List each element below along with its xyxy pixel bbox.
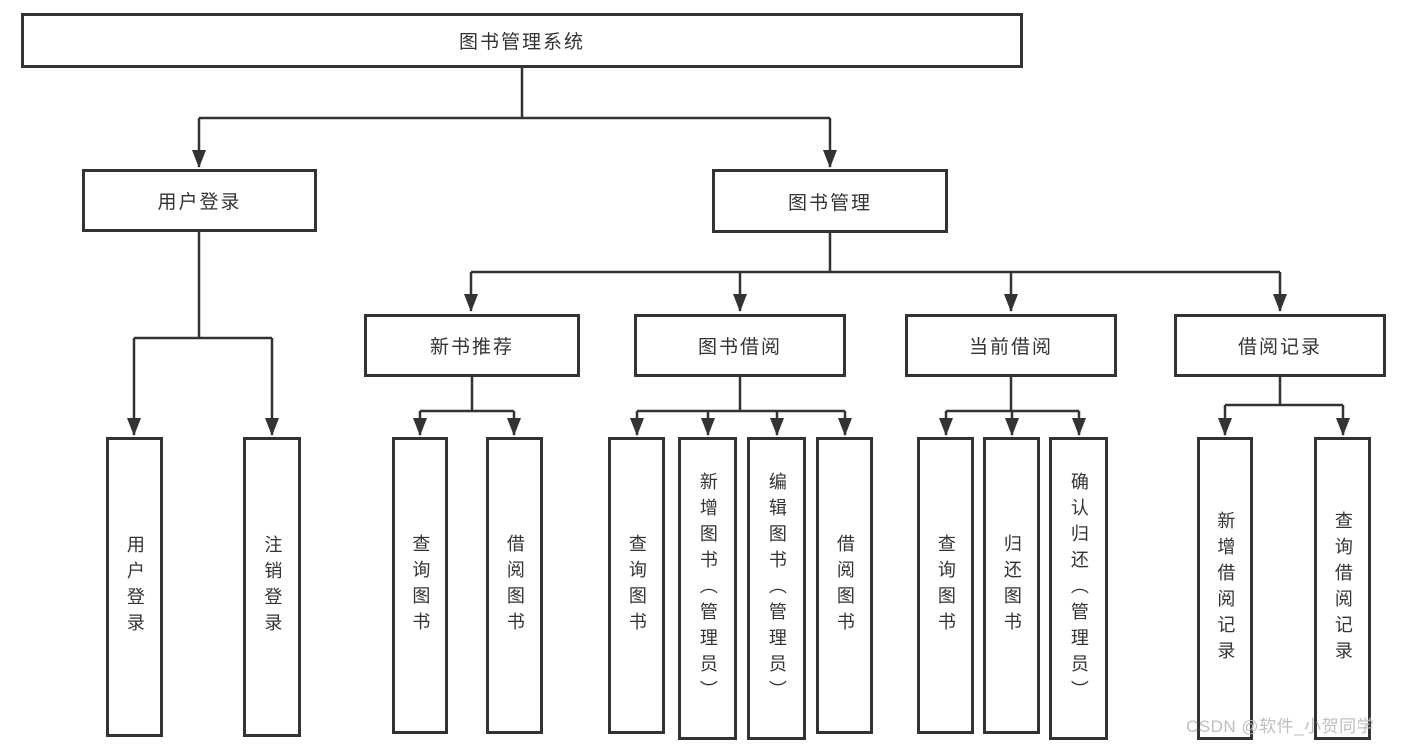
node-label: 新增图书（管理员）	[697, 471, 718, 706]
node-new-book-recommendation: 新书推荐	[364, 314, 580, 377]
csdn-watermark: CSDN @软件_小贺同学	[1186, 717, 1375, 736]
connector-book-borrowing-children	[630, 377, 852, 436]
node-label: 新书推荐	[429, 337, 514, 358]
node-book-borrowing: 图书借阅	[634, 314, 846, 377]
node-label: 图书管理	[787, 192, 872, 214]
node-borrow-books-borrowing: 借阅图书	[816, 437, 873, 734]
node-label: 借阅图书	[504, 533, 525, 638]
node-label: 用户登录	[124, 535, 145, 639]
node-borrowing-records: 借阅记录	[1174, 314, 1386, 377]
node-label: 新增借阅记录	[1215, 510, 1236, 667]
connector-root-to-level2	[192, 68, 837, 168]
node-borrow-books-recommend: 借阅图书	[486, 437, 543, 734]
node-label: 查询借阅记录	[1332, 510, 1353, 667]
node-query-books-current: 查询图书	[917, 437, 974, 734]
node-label: 查询图书	[935, 533, 956, 638]
node-confirm-return-admin: 确认归还（管理员）	[1049, 437, 1108, 740]
node-label: 注销登录	[262, 535, 283, 639]
node-add-borrow-record: 新增借阅记录	[1197, 437, 1253, 740]
node-query-books-recommend: 查询图书	[392, 437, 448, 734]
connector-current-borrowing-children	[939, 377, 1086, 436]
node-label: 归还图书	[1001, 533, 1022, 638]
node-label: 用户登录	[157, 192, 242, 213]
node-library-management-system: 图书管理系统	[21, 13, 1023, 68]
node-logout-action: 注销登录	[243, 437, 301, 737]
node-current-borrowing: 当前借阅	[905, 314, 1117, 377]
node-return-books: 归还图书	[983, 437, 1040, 734]
connector-book-management-children	[464, 233, 1287, 312]
node-label: 图书借阅	[697, 337, 782, 358]
node-book-management: 图书管理	[712, 169, 948, 233]
node-edit-books-admin: 编辑图书（管理员）	[747, 437, 806, 740]
node-label: 借阅图书	[834, 533, 855, 638]
node-query-books-borrowing: 查询图书	[608, 437, 665, 734]
node-label: 确认归还（管理员）	[1068, 471, 1089, 706]
connector-borrowing-records-children	[1218, 377, 1350, 436]
node-label: 查询图书	[626, 533, 647, 638]
node-label: 当前借阅	[968, 337, 1053, 358]
node-user-login: 用户登录	[82, 169, 317, 232]
node-query-borrow-record: 查询借阅记录	[1314, 437, 1371, 740]
node-label: 编辑图书（管理员）	[766, 471, 787, 706]
connector-new-book-recommendation-children	[413, 377, 521, 436]
node-label: 图书管理系统	[458, 32, 585, 53]
node-user-login-action: 用户登录	[106, 437, 163, 737]
connector-user-login-children	[127, 232, 279, 436]
node-add-books-admin: 新增图书（管理员）	[678, 437, 737, 740]
node-label: 借阅记录	[1237, 337, 1322, 358]
node-label: 查询图书	[410, 533, 431, 638]
